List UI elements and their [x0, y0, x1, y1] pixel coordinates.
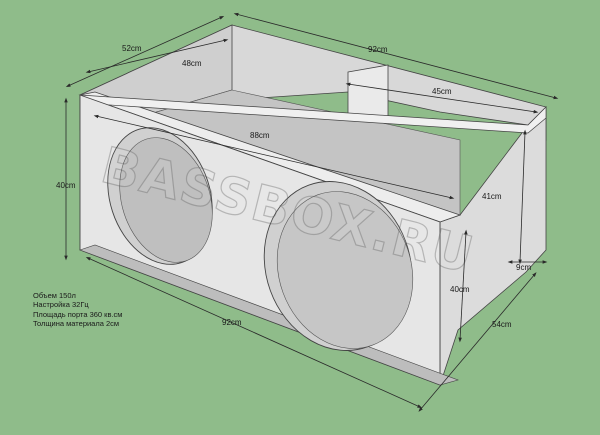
spec-volume: Объем 150л	[33, 291, 76, 300]
dim-port-height: 41cm	[482, 192, 502, 201]
dim-side-height: 40cm	[450, 285, 470, 294]
dim-top-width: 92cm	[368, 45, 388, 54]
dim-inner-width: 88cm	[250, 131, 270, 140]
dim-top-depth: 52cm	[122, 44, 142, 53]
dim-side-depth: 54cm	[492, 320, 512, 329]
dim-port-gap: 9cm	[516, 263, 531, 272]
dim-bottom-width: 92cm	[222, 318, 242, 327]
spec-port-area: Площадь порта 360 кв.см	[33, 309, 123, 319]
spec-notes: Объем 150л Настройка 32Гц Площадь порта …	[33, 291, 122, 329]
dimension-lines	[64, 12, 559, 412]
dim-inner-depth: 48cm	[182, 59, 202, 68]
spec-thickness: Толщина материала 2см	[33, 319, 120, 329]
dim-port-width: 45cm	[432, 87, 452, 96]
spec-tuning: Настройка 32Гц	[33, 300, 89, 310]
dim-front-height: 40cm	[56, 181, 76, 190]
